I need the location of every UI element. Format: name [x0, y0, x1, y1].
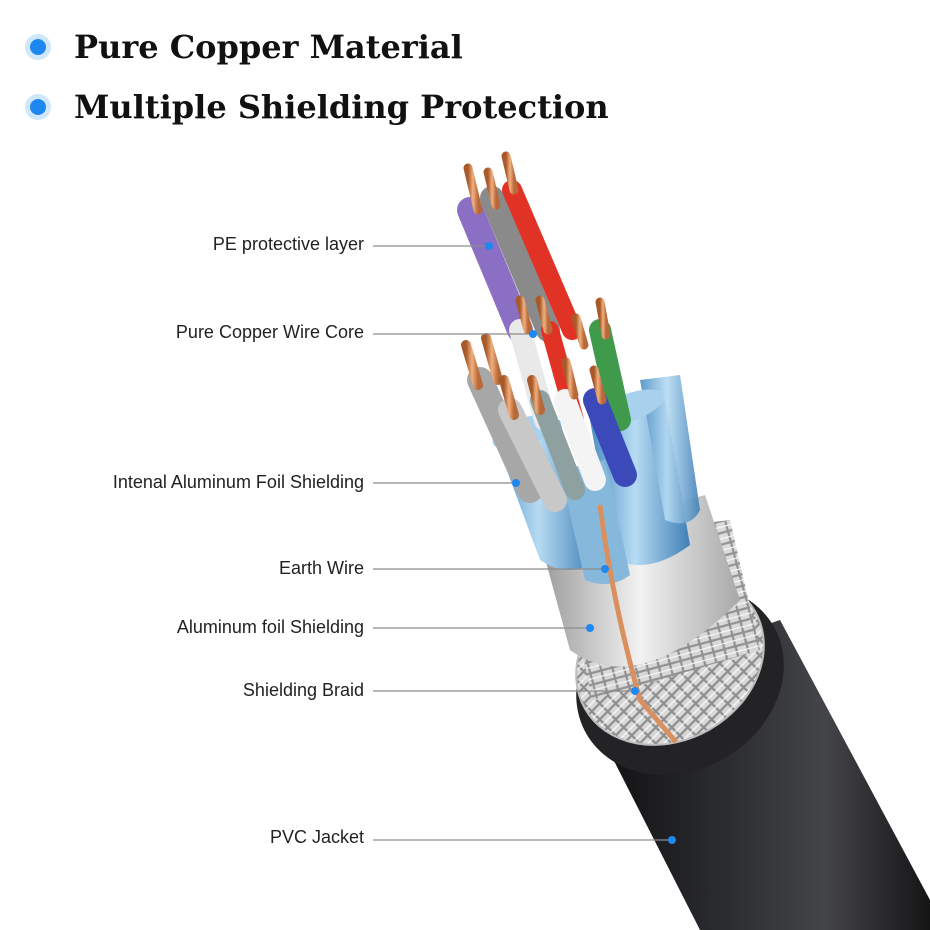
earth-wire	[597, 504, 678, 744]
bullet-dot-icon	[30, 99, 46, 115]
callout-dots	[485, 242, 676, 844]
headline-text: Pure Copper Material	[74, 28, 463, 66]
headline-pure-copper: Pure Copper Material	[30, 28, 463, 66]
callout-pvc-jacket: PVC Jacket	[269, 827, 364, 847]
callout-earth-wire: Earth Wire	[278, 558, 364, 578]
pe-insulated-wires	[457, 180, 637, 512]
callout-pure-copper-wire-core: Pure Copper Wire Core	[175, 322, 364, 342]
copper-wire-cores	[461, 151, 611, 420]
bullet-dot-icon	[30, 39, 46, 55]
callout-pe-protective-layer: PE protective layer	[212, 234, 364, 254]
callout-aluminum-foil-shielding: Aluminum foil Shielding	[176, 617, 364, 637]
callout-shielding-braid: Shielding Braid	[242, 680, 364, 700]
headline-text: Multiple Shielding Protection	[74, 88, 609, 126]
headline-multiple-shielding: Multiple Shielding Protection	[30, 88, 609, 126]
callout-internal-aluminum-foil-shielding: Intenal Aluminum Foil Shielding	[112, 472, 364, 492]
leader-lines	[373, 245, 672, 841]
